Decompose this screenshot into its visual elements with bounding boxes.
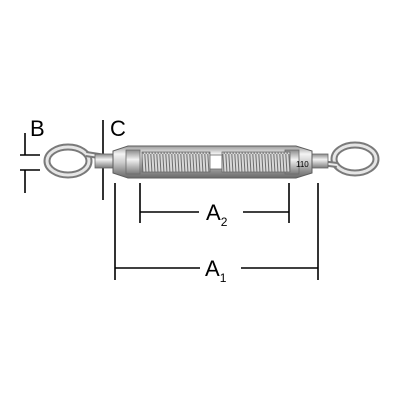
turnbuckle-body: 110 bbox=[112, 145, 313, 179]
center-window bbox=[209, 154, 223, 170]
label-c: C bbox=[110, 116, 126, 141]
label-a1: A1 bbox=[205, 256, 227, 285]
stamp-marking: 110 bbox=[296, 160, 309, 169]
dimension-a1: A1 bbox=[114, 183, 319, 285]
left-eye-bolt bbox=[43, 143, 118, 179]
label-a2: A2 bbox=[206, 200, 228, 229]
dimension-a2: A2 bbox=[139, 183, 290, 229]
label-b: B bbox=[30, 116, 45, 141]
dimension-b: B bbox=[20, 116, 45, 193]
right-thread bbox=[221, 151, 291, 173]
left-thread bbox=[141, 151, 211, 173]
right-eye-bolt bbox=[305, 141, 380, 177]
